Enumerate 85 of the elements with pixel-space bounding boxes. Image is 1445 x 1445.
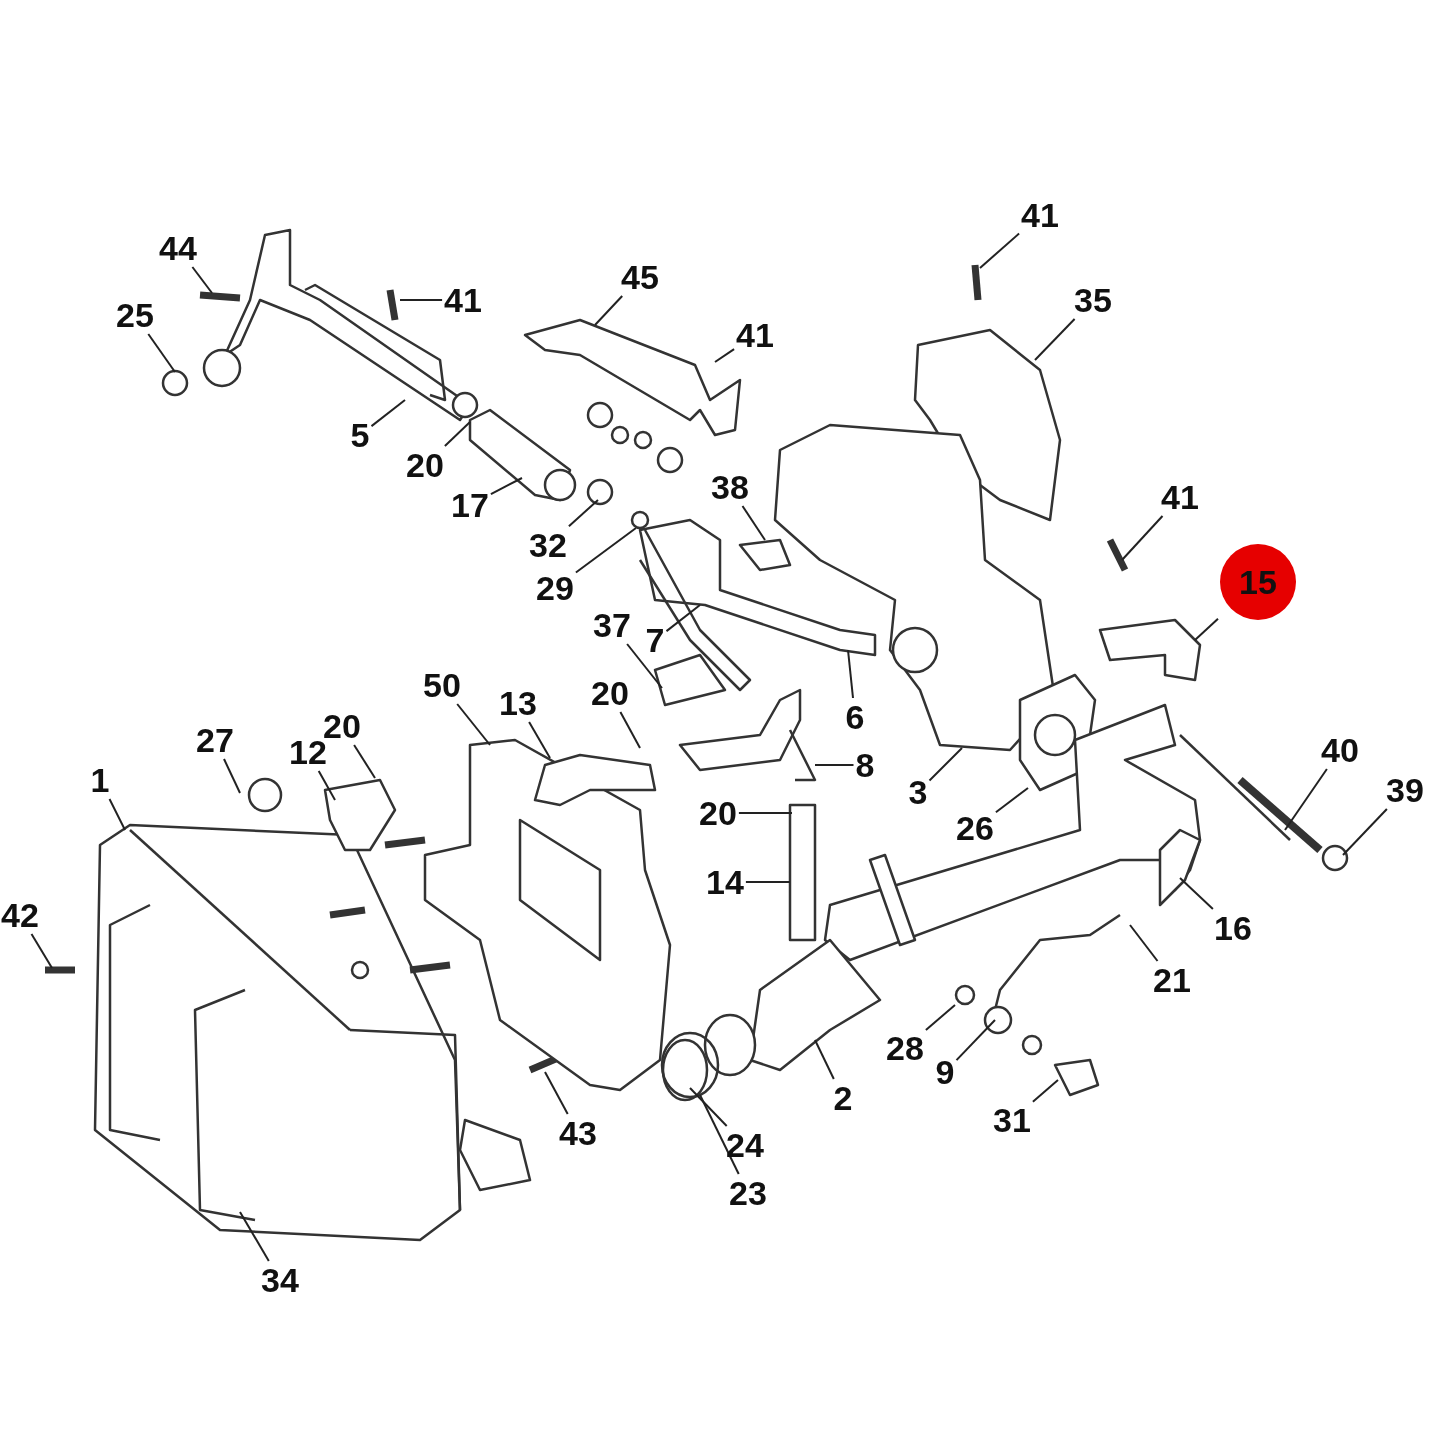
callout-number: 16 xyxy=(1214,911,1252,945)
leader-line xyxy=(1284,768,1328,831)
callout-number: 39 xyxy=(1386,773,1424,807)
leader-line xyxy=(1342,808,1388,856)
leader-line xyxy=(223,758,241,794)
callout-number: 2 xyxy=(833,1081,853,1115)
leader-line xyxy=(108,798,126,831)
callout-number: 23 xyxy=(729,1176,767,1210)
leader-line xyxy=(353,744,376,779)
callout-number: 32 xyxy=(529,528,567,562)
leader-line xyxy=(489,477,523,496)
callout-number: 41 xyxy=(444,283,482,317)
callout-number: 20 xyxy=(406,448,444,482)
leader-line xyxy=(147,333,176,373)
callout-number: 20 xyxy=(323,709,361,743)
callout-number: 6 xyxy=(845,700,865,734)
leader-line xyxy=(370,399,406,428)
callout-number: 41 xyxy=(1161,480,1199,514)
callout-number: 8 xyxy=(855,748,875,782)
callout-number: 29 xyxy=(536,571,574,605)
callout-number: 44 xyxy=(159,231,197,265)
leader-line xyxy=(399,299,444,301)
leader-line xyxy=(567,499,599,528)
leader-line xyxy=(1034,318,1076,361)
callout-number: 14 xyxy=(706,865,744,899)
leader-line xyxy=(594,295,624,326)
callout-number: 26 xyxy=(956,811,994,845)
leader-line xyxy=(847,649,854,699)
leader-line xyxy=(626,643,663,689)
callout-number: 5 xyxy=(350,418,370,452)
leader-line xyxy=(979,232,1021,269)
leader-line xyxy=(1179,877,1214,910)
leader-line xyxy=(30,933,53,969)
leader-line xyxy=(665,604,701,633)
leader-line xyxy=(456,703,491,746)
leader-line xyxy=(928,747,963,782)
callout-number: 43 xyxy=(559,1116,597,1150)
callout-number: 38 xyxy=(711,470,749,504)
leader-line xyxy=(955,1019,996,1062)
leader-line xyxy=(317,770,336,801)
leader-line xyxy=(814,764,855,766)
callout-number: 20 xyxy=(699,796,737,830)
leader-line xyxy=(744,881,791,883)
leader-line xyxy=(1194,617,1219,641)
leader-line xyxy=(924,1004,956,1031)
callout-number: 28 xyxy=(886,1031,924,1065)
leader-line xyxy=(699,1094,740,1175)
leader-line xyxy=(528,721,551,759)
leader-line xyxy=(741,505,766,541)
callout-number: 41 xyxy=(1021,198,1059,232)
callout-number: 9 xyxy=(935,1055,955,1089)
leader-line xyxy=(714,348,736,363)
leader-line xyxy=(544,1071,569,1115)
leader-line xyxy=(737,812,793,814)
callout-number: 20 xyxy=(591,676,629,710)
leader-line xyxy=(239,1211,270,1262)
callout-number: 17 xyxy=(451,488,489,522)
leader-line xyxy=(1031,1079,1059,1103)
callout-number: 1 xyxy=(90,763,110,797)
callout-number: 25 xyxy=(116,298,154,332)
callout-number: 42 xyxy=(1,898,39,932)
leader-line xyxy=(443,421,471,447)
leader-line xyxy=(689,1087,728,1127)
callout-number: 45 xyxy=(621,260,659,294)
callout-number: 27 xyxy=(196,723,234,757)
callout-number: 7 xyxy=(645,623,665,657)
callout-number: 13 xyxy=(499,686,537,720)
callout-number: 35 xyxy=(1074,283,1112,317)
leader-line xyxy=(574,527,637,574)
callout-number: 3 xyxy=(908,775,928,809)
leader-line xyxy=(1121,515,1164,561)
callout-number: 34 xyxy=(261,1263,299,1297)
callout-number: 37 xyxy=(593,608,631,642)
leader-line xyxy=(191,266,213,294)
callout-number: 31 xyxy=(993,1103,1031,1137)
leader-line xyxy=(814,1039,835,1080)
callout-number: 40 xyxy=(1321,733,1359,767)
leader-line xyxy=(1129,924,1159,962)
leader-line xyxy=(619,711,641,749)
callout-number: 41 xyxy=(736,318,774,352)
callout-number: 24 xyxy=(726,1128,764,1162)
highlighted-callout-number: 15 xyxy=(1220,544,1296,620)
leader-line xyxy=(994,787,1029,814)
callout-number: 50 xyxy=(423,668,461,702)
callout-number: 21 xyxy=(1153,963,1191,997)
